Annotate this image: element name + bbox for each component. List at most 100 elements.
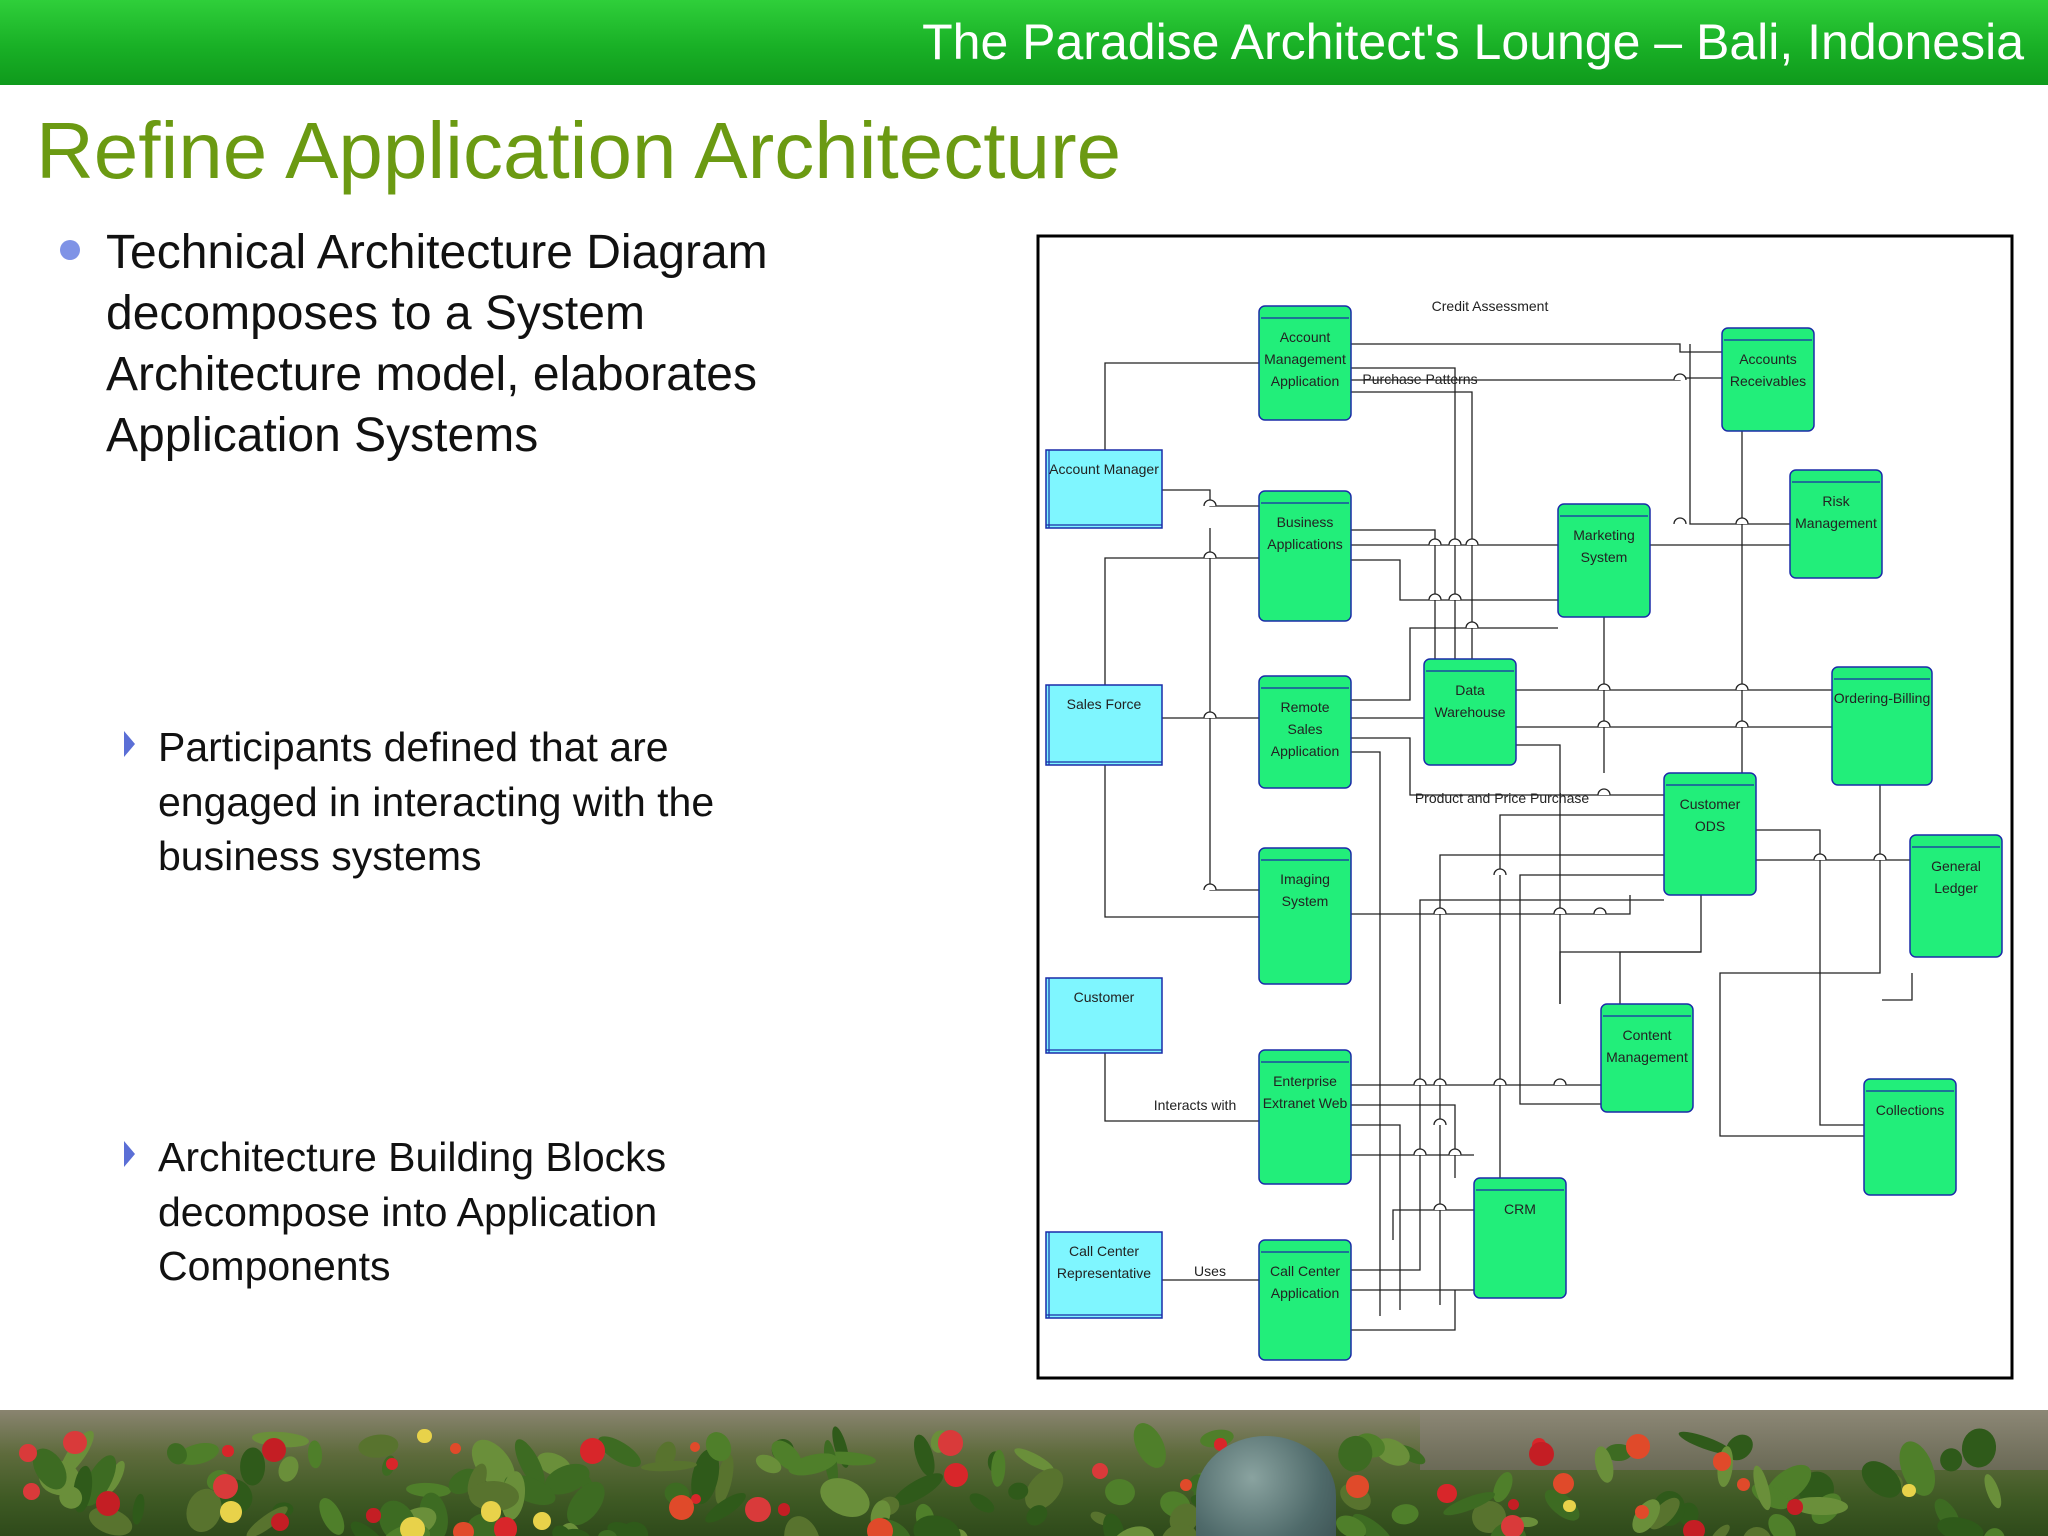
garden-flower — [417, 1428, 432, 1444]
garden-flower — [937, 1429, 964, 1456]
garden-leaf — [1127, 1418, 1173, 1474]
garden-flower — [579, 1438, 606, 1464]
main-bullet: Technical Architecture Diagram decompose… — [106, 226, 768, 462]
line-hop — [1735, 517, 1749, 525]
triangle-bullet-icon — [124, 731, 135, 757]
svg-text:Ordering-Billing: Ordering-Billing — [1834, 690, 1930, 706]
edge-label-purchase-patterns: Purchase Patterns — [1362, 371, 1477, 387]
garden-flower — [366, 1508, 381, 1523]
edge-label-credit-assessment: Credit Assessment — [1432, 298, 1549, 314]
svg-text:Business: Business — [1277, 514, 1334, 530]
connector-line — [1351, 1290, 1456, 1331]
connector-line — [1351, 367, 1456, 659]
garden-flower — [385, 1457, 398, 1470]
garden-flower — [944, 1462, 969, 1487]
system-crm: CRM — [1473, 1177, 1567, 1299]
garden-flower — [1437, 1483, 1457, 1504]
garden-leaf — [1980, 1472, 2005, 1511]
line-hop — [1433, 1203, 1447, 1211]
svg-text:System: System — [1282, 893, 1329, 909]
line-hop — [1448, 1148, 1462, 1156]
system-collections: Collections — [1863, 1078, 1957, 1196]
frog-statue — [1196, 1436, 1336, 1536]
line-hop — [1597, 788, 1611, 796]
garden-flower — [481, 1501, 502, 1522]
svg-text:Accounts: Accounts — [1739, 351, 1797, 367]
garden-leaf — [307, 1439, 324, 1469]
connector-line — [1351, 751, 1381, 1316]
connector-line — [1516, 744, 1561, 1004]
garden-flower — [1683, 1519, 1705, 1536]
garden-flower — [450, 1442, 462, 1454]
line-hop — [1203, 551, 1217, 559]
garden-flower — [1563, 1499, 1576, 1513]
connector-line — [1689, 344, 1790, 525]
connector-line — [1104, 362, 1259, 450]
garden-flower — [1507, 1498, 1520, 1511]
line-hop — [1493, 1078, 1507, 1086]
garden-flower — [63, 1430, 87, 1455]
connector-line — [1519, 874, 1664, 1105]
garden-flower — [1625, 1434, 1651, 1459]
garden-flower — [1501, 1515, 1525, 1536]
svg-text:Call Center: Call Center — [1270, 1263, 1340, 1279]
svg-text:Risk: Risk — [1822, 493, 1850, 509]
svg-text:Imaging: Imaging — [1280, 871, 1330, 887]
garden-leaf — [990, 1449, 1007, 1487]
connector-line — [1882, 973, 1913, 1001]
svg-text:Sales Force: Sales Force — [1067, 696, 1142, 712]
svg-text:CRM: CRM — [1504, 1201, 1536, 1217]
svg-text:Application: Application — [1271, 743, 1340, 759]
garden-leaf — [314, 1494, 350, 1536]
svg-text:Collections: Collections — [1876, 1102, 1944, 1118]
garden-flower — [220, 1501, 243, 1524]
line-hop — [1553, 1078, 1567, 1086]
svg-text:Extranet Web: Extranet Web — [1263, 1095, 1348, 1111]
garden-flower — [1902, 1484, 1916, 1498]
connector-line — [1104, 1053, 1259, 1122]
svg-text:Management: Management — [1606, 1049, 1688, 1065]
garden-leaf — [1604, 1443, 1633, 1462]
svg-text:Warehouse: Warehouse — [1434, 704, 1505, 720]
line-hop — [1433, 1118, 1447, 1126]
svg-text:Account: Account — [1280, 329, 1331, 345]
edge-label-uses: Uses — [1194, 1263, 1226, 1279]
svg-text:Customer: Customer — [1680, 796, 1741, 812]
garden-flower — [867, 1518, 893, 1536]
garden-flower — [95, 1491, 120, 1516]
line-hop — [1413, 1078, 1427, 1086]
svg-text:System: System — [1581, 549, 1628, 565]
line-hop — [1203, 499, 1217, 507]
system-ordering-billing: Ordering-Billing — [1831, 666, 1933, 786]
garden-flower — [1634, 1504, 1650, 1520]
line-hop — [1597, 720, 1611, 728]
garden-leaf — [1391, 1501, 1421, 1526]
garden-leaf — [966, 1489, 998, 1516]
svg-text:Applications: Applications — [1267, 536, 1343, 552]
page-title: Refine Application Architecture — [36, 106, 1122, 195]
svg-text:Ledger: Ledger — [1934, 880, 1978, 896]
garden-flower — [23, 1483, 41, 1501]
svg-text:Enterprise: Enterprise — [1273, 1073, 1337, 1089]
line-hop — [1593, 907, 1607, 915]
svg-text:Application: Application — [1271, 1285, 1340, 1301]
connector-line — [1756, 829, 1864, 1126]
edge-label-interacts-with: Interacts with — [1154, 1097, 1236, 1113]
bullet-dot-icon — [60, 240, 80, 260]
connector-line — [1351, 529, 1436, 659]
garden-leaf — [814, 1470, 877, 1525]
header-title: The Paradise Architect's Lounge – Bali, … — [922, 14, 2024, 70]
line-hop — [1428, 538, 1442, 546]
actor-customer: Customer — [1045, 977, 1163, 1054]
garden-flower — [1712, 1451, 1732, 1471]
garden-flower — [1179, 1479, 1193, 1492]
svg-text:Content: Content — [1622, 1027, 1671, 1043]
